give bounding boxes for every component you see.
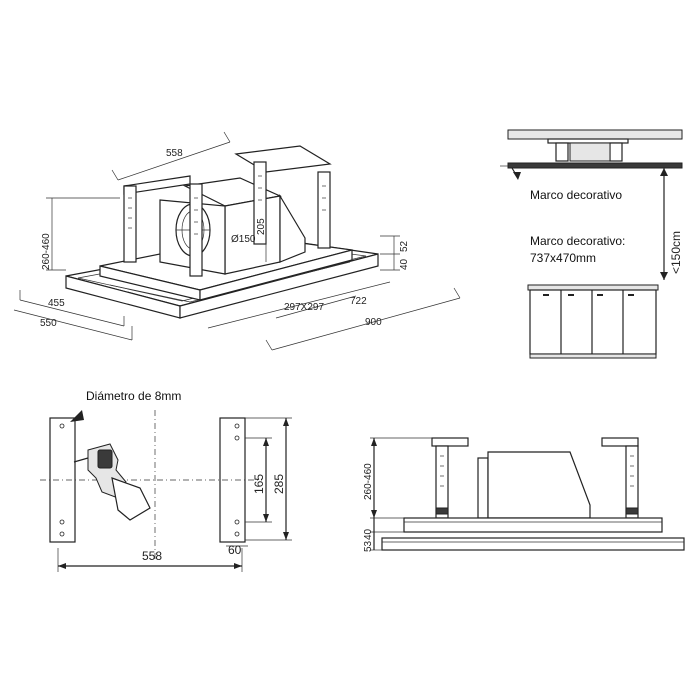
dim-offset-60: 60 [228,543,242,557]
dim-span-558: 558 [142,549,162,563]
front-frame [381,537,685,551]
dim-body-height: 205 [256,218,267,235]
label-frame-size-title: Marco decorativo: [530,234,625,248]
front-motor-box [477,457,489,519]
front-plinth [403,517,663,533]
dim-length-900: 900 [365,317,382,328]
front-motor-body [487,451,591,519]
drill-arrow [70,410,84,422]
label-drill-diameter: Diámetro de 8mm [86,389,181,403]
front-view: 260-460 40 53 [363,437,685,552]
dim-frame-550: 550 [40,318,57,329]
label-decorative-frame: Marco decorativo [530,188,622,202]
front-dim-height-range: 260-460 [363,463,374,500]
front-bracket-right-top [601,437,639,447]
mounting-view: Diámetro de 8mm 558 60 165 285 [40,389,292,572]
install-side-view: Marco decorativo Marco decorativo: 737x4… [500,129,683,359]
label-frame-size-value: 737x470mm [530,251,596,265]
dim-clearance: <150cm [669,231,683,274]
kitchen-cabinet [529,289,657,355]
front-bracket-left-top [431,437,469,447]
front-dim-53: 53 [363,540,374,552]
front-dim-40: 40 [363,528,374,540]
dim-side-52: 52 [399,240,410,252]
dim-outlet-297: 297X297 [284,302,324,313]
dim-height-range: 260-460 [41,233,52,270]
dim-inner-165: 165 [252,474,266,494]
dim-length-722: 722 [350,296,367,307]
decorative-frame [507,162,683,169]
drill-icon [73,443,151,521]
dim-fan-diameter: Ø150 [231,234,256,245]
ceiling-slab [507,129,683,140]
dim-side-40: 40 [399,258,410,270]
bracket-right [234,145,332,173]
dim-width-558: 558 [166,148,183,159]
dim-frame-455: 455 [48,298,65,309]
isometric-view: 558 260-460 Ø150 205 455 550 297X297 722… [13,131,461,351]
worktop [527,284,659,291]
dim-outer-285: 285 [272,474,286,494]
